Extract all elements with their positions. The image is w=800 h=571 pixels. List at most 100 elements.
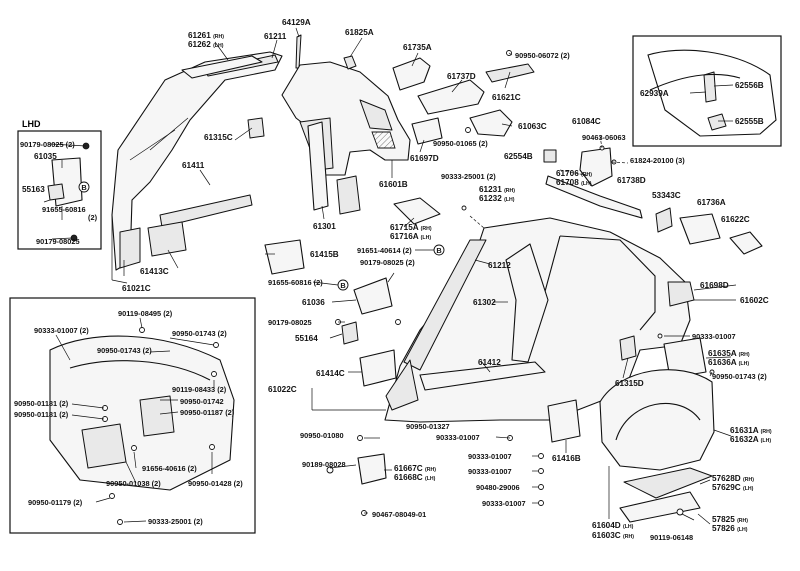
label-90950-01065: 90950-01065 (2)	[433, 139, 488, 148]
label-61603c: 61603C (RH)	[592, 531, 634, 540]
svg-text:B: B	[81, 183, 86, 192]
label-61414c: 61414C	[316, 369, 345, 378]
inset-frame-bottom-left	[9, 297, 256, 534]
label-lhd: LHD	[22, 119, 41, 129]
label-61301: 61301	[313, 222, 336, 231]
svg-text:B: B	[436, 246, 441, 255]
label-61736a: 61736A	[697, 198, 726, 207]
label-61212: 61212	[488, 261, 511, 270]
label-90179-08025: 90179-08025	[36, 237, 80, 246]
part-61622c	[729, 231, 763, 255]
label-61231: 61231 (RH)	[479, 185, 515, 194]
label-90950-01327: 90950-01327	[406, 422, 450, 431]
label-61621c: 61621C	[492, 93, 521, 102]
label-61416b: 61416B	[552, 454, 581, 463]
label-61737d: 61737D	[447, 72, 476, 81]
label-61315c: 61315C	[204, 133, 233, 142]
label-61035: 61035	[34, 152, 57, 161]
inset-car-rear	[647, 49, 777, 137]
label-61021c: 61021C	[122, 284, 151, 293]
label-90950-01179: 90950-01179 (2)	[28, 498, 83, 507]
pillar-61301	[307, 121, 329, 211]
part-61084c	[579, 147, 613, 187]
label-61232: 61232 (LH)	[479, 194, 515, 203]
label-61415b: 61415B	[310, 250, 339, 259]
label-61825a: 61825A	[345, 28, 374, 37]
label-90950-01428: 90950-01428 (2)	[188, 479, 243, 488]
label-90950-01181: 90950-01181 (2)	[14, 399, 69, 408]
bracket-61825a	[343, 55, 357, 70]
label-90333-25001-2: 90333-25001 (2)	[441, 172, 496, 181]
label-57629c: 57629C (LH)	[712, 483, 754, 492]
inset-inner-door-panel	[49, 335, 235, 491]
bracket-61635a	[663, 337, 707, 379]
bracket-61715a	[393, 197, 441, 225]
bracket-61036	[353, 277, 393, 315]
callout-b-lhd: B	[78, 181, 90, 193]
label-90119-06148: 90119-06148	[650, 533, 693, 542]
label-61315d: 61315D	[615, 379, 644, 388]
label-90950-06072: 90950-06072 (2)	[515, 51, 570, 60]
panel-61315d	[619, 335, 637, 361]
label-57825: 57825 (RH)	[712, 515, 748, 524]
label-61036: 61036	[302, 298, 325, 307]
label-90333-25001-2b: 90333-25001 (2)	[148, 517, 203, 526]
label-55164: 55164	[295, 334, 318, 343]
bracket-61413c	[147, 221, 187, 257]
part-labels: 61261 (RH) 61262 (LH) 61211 64129A 61825…	[14, 18, 772, 542]
label-61635a: 61635A (RH)	[708, 349, 750, 358]
label-90333-01007: 90333-01007	[692, 332, 736, 341]
bracket-61667c	[357, 453, 387, 485]
label-91655-60816-2: 91655-60816 (2)	[268, 278, 323, 287]
label-90333-01007b: 90333-01007	[436, 433, 480, 442]
label-90950-01742: 90950-01742	[180, 397, 224, 406]
rocker-61412	[419, 361, 546, 391]
callout-b-middle: B	[433, 244, 445, 256]
bracket-61735a	[392, 57, 431, 91]
label-55163: 55163	[22, 185, 45, 194]
lhd-pin-55163	[47, 183, 65, 201]
label-53343c: 53343C	[652, 191, 681, 200]
bracket-61697d	[411, 117, 443, 145]
label-90119-08433: 90119-08433 (2)	[172, 385, 227, 394]
rail-61211	[181, 55, 263, 79]
label-90333-01007-2: 90333-01007 (2)	[34, 326, 89, 335]
label-90950-01181b: 90950-01181 (2)	[14, 410, 69, 419]
label-91655-60816: 91655-60816	[42, 205, 86, 214]
fasteners	[70, 50, 715, 525]
svg-text:B: B	[340, 281, 345, 290]
label-61302: 61302	[473, 298, 496, 307]
label-61632a: 61632A (LH)	[730, 435, 771, 444]
label-91651-40614: 91651-40614 (2)	[357, 246, 412, 255]
label-90179-08025-2b: 90179-08025 (2)	[360, 258, 415, 267]
label-90179-08025b: 90179-08025	[268, 318, 312, 327]
label-90950-01743-r: 90950-01743 (2)	[712, 372, 767, 381]
pillar-61302	[505, 243, 549, 363]
bracket-61416b	[547, 399, 581, 443]
label-61735a: 61735A	[403, 43, 432, 52]
panel-57628d	[623, 467, 713, 499]
label-61604d: 61604D (LH)	[592, 521, 634, 530]
bracket-61737d	[417, 79, 485, 115]
label-61413c: 61413C	[140, 267, 169, 276]
label-61211: 61211	[264, 32, 287, 41]
label-90480-29006: 90480-29006	[476, 483, 520, 492]
inset-frame-lhd	[17, 130, 102, 250]
label-61022c: 61022C	[268, 385, 297, 394]
panel-61315c	[247, 117, 265, 139]
leader-lines	[43, 27, 737, 525]
wheelhouse-61631a	[599, 369, 715, 471]
label-61636a: 61636A (LH)	[708, 358, 749, 367]
pillar-64129a	[295, 34, 302, 69]
label-62554b: 62554B	[504, 152, 533, 161]
label-61716a: 61716A (LH)	[390, 232, 431, 241]
label-57826: 57826 (LH)	[712, 524, 748, 533]
label-61602c: 61602C	[740, 296, 769, 305]
label-62555b: 62555B	[735, 117, 764, 126]
bracket-55164	[341, 321, 359, 345]
label-61668c: 61668C (LH)	[394, 473, 436, 482]
label-90950-01080: 90950-01080	[300, 431, 344, 440]
label-90463-06063: 90463-06063	[582, 133, 626, 142]
label-61708: 61708 (LH)	[556, 178, 592, 187]
